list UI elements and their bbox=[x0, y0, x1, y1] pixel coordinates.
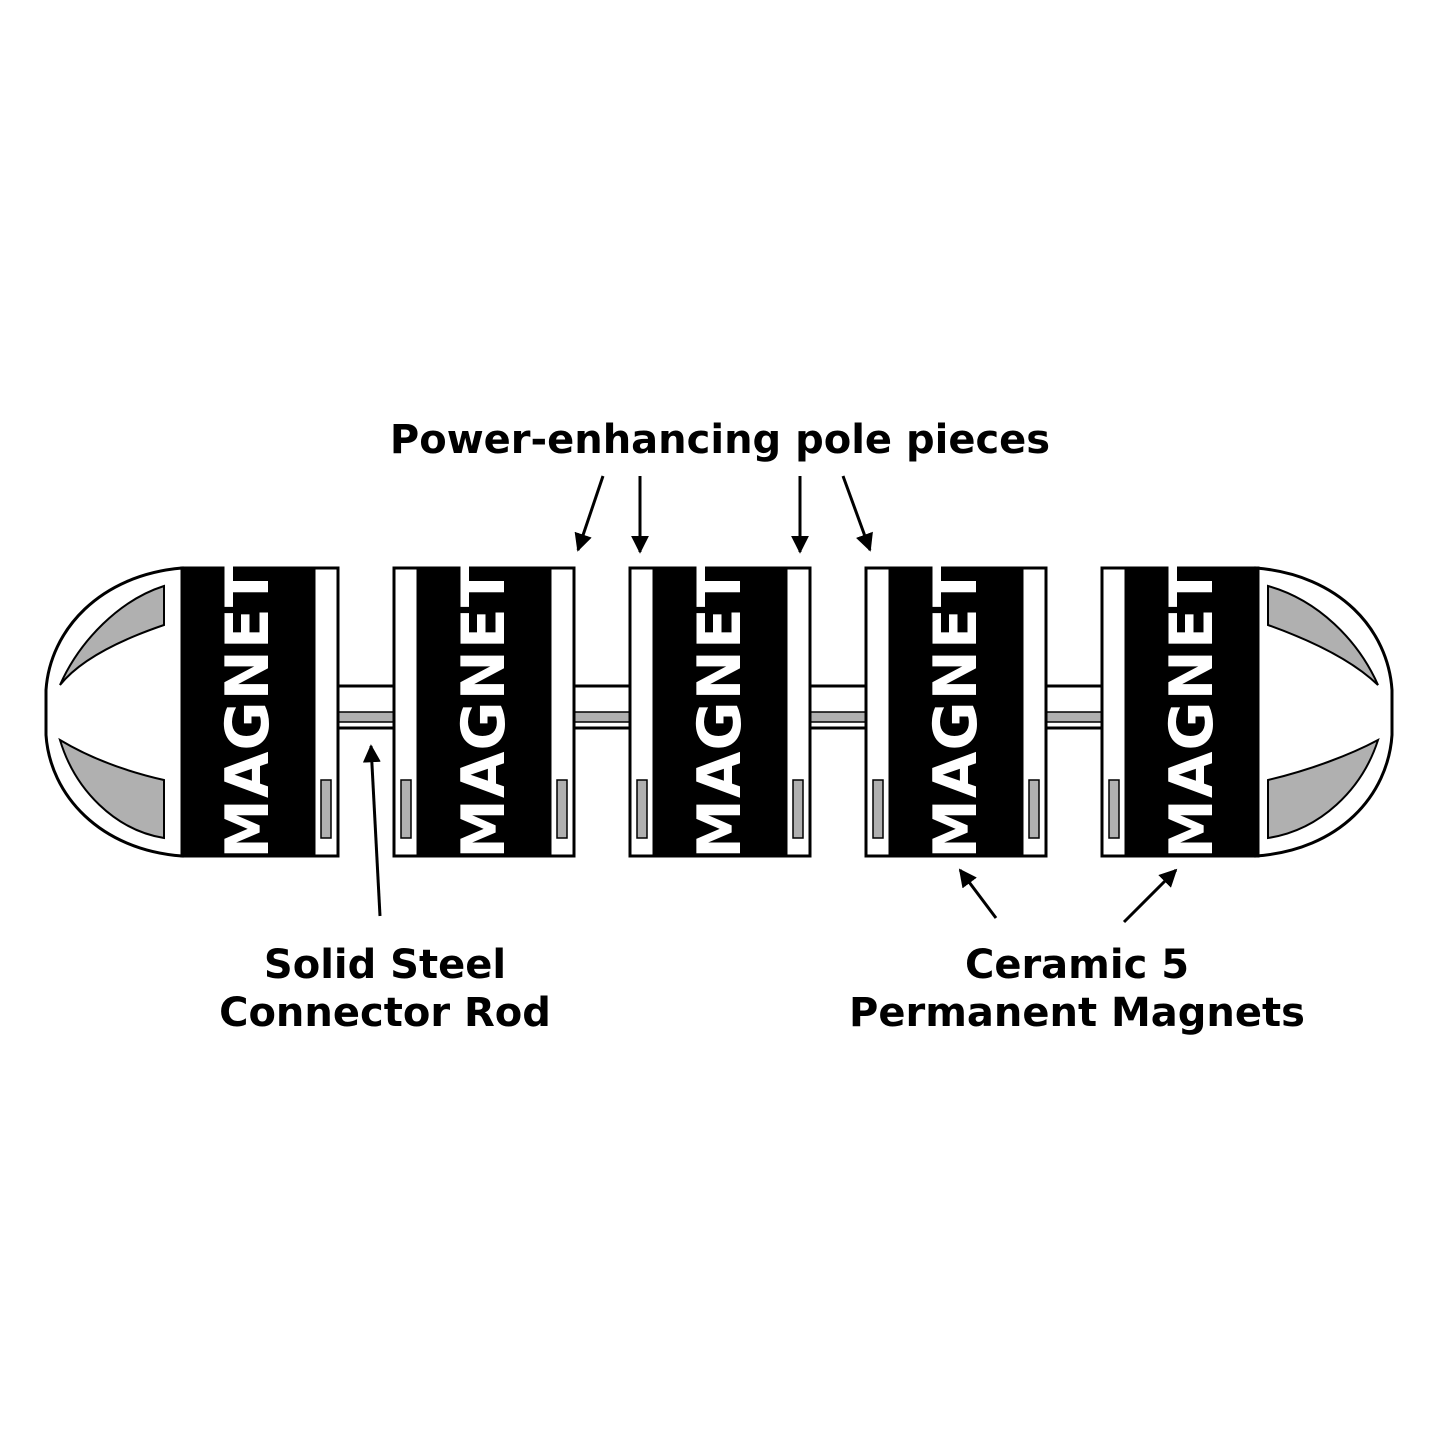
label-rod-line1: Solid Steel bbox=[264, 942, 506, 988]
magnet-label: MAGNET bbox=[921, 565, 991, 859]
magnet-label: MAGNET bbox=[1157, 565, 1227, 859]
arrow-magnet-2 bbox=[1122, 868, 1178, 924]
left-dome-shade-top bbox=[59, 584, 165, 686]
pole-piece-slot bbox=[1028, 779, 1040, 839]
pole-piece-body bbox=[1100, 566, 1128, 858]
right-dome-shade-top bbox=[1267, 584, 1379, 686]
pole-piece-slot bbox=[400, 779, 412, 839]
label-magnets-line1: Ceramic 5 bbox=[965, 942, 1189, 988]
arrow-magnet-1 bbox=[958, 868, 998, 919]
magnet-block bbox=[1124, 566, 1260, 858]
magnet-block bbox=[652, 566, 788, 858]
arrow-pole-4 bbox=[841, 475, 873, 552]
magnet-label: MAGNET bbox=[449, 565, 519, 859]
pole-piece-slot bbox=[1108, 779, 1120, 839]
arrow-pole-1 bbox=[574, 475, 605, 552]
pole-piece-right-1 bbox=[312, 566, 340, 858]
pole-piece-right-4 bbox=[1020, 566, 1048, 858]
pole-piece-right-3 bbox=[784, 566, 812, 858]
pole-piece-arrows bbox=[574, 475, 873, 554]
label-pole-pieces: Power-enhancing pole pieces bbox=[390, 417, 1050, 463]
pole-piece-left-4 bbox=[864, 566, 892, 858]
right-dome-shade-bottom bbox=[1267, 737, 1380, 840]
pole-piece-slot bbox=[792, 779, 804, 839]
magnet-unit-5: MAGNET bbox=[1100, 565, 1260, 859]
magnet-unit-1: MAGNET bbox=[180, 565, 340, 859]
pole-piece-slot bbox=[636, 779, 648, 839]
pole-piece-left-5 bbox=[1100, 566, 1128, 858]
right-end-cap bbox=[1254, 566, 1394, 858]
left-end-cap bbox=[44, 566, 184, 858]
pole-piece-slot bbox=[872, 779, 884, 839]
magnet-unit-3: MAGNET bbox=[628, 565, 812, 859]
magnet-block bbox=[416, 566, 552, 858]
left-dome-shade-bottom bbox=[58, 737, 165, 840]
magnet-units: MAGNET MAGNET MAGNET MAGNET MAGNET bbox=[180, 565, 1260, 859]
pole-piece-slot bbox=[320, 779, 332, 839]
magnet-label: MAGNET bbox=[685, 565, 755, 859]
magnet-block bbox=[888, 566, 1024, 858]
pole-piece-right-2 bbox=[548, 566, 576, 858]
pole-piece-slot bbox=[556, 779, 568, 839]
magnet-unit-2: MAGNET bbox=[392, 565, 576, 859]
pole-piece-left-2 bbox=[392, 566, 420, 858]
magnet-label: MAGNET bbox=[213, 565, 283, 859]
pole-piece-left-3 bbox=[628, 566, 656, 858]
arrow-rod bbox=[362, 744, 382, 917]
label-magnets-line2: Permanent Magnets bbox=[849, 990, 1305, 1036]
magnet-unit-4: MAGNET bbox=[864, 565, 1048, 859]
magnet-arrows bbox=[958, 868, 1178, 924]
label-rod-line2: Connector Rod bbox=[219, 990, 551, 1036]
